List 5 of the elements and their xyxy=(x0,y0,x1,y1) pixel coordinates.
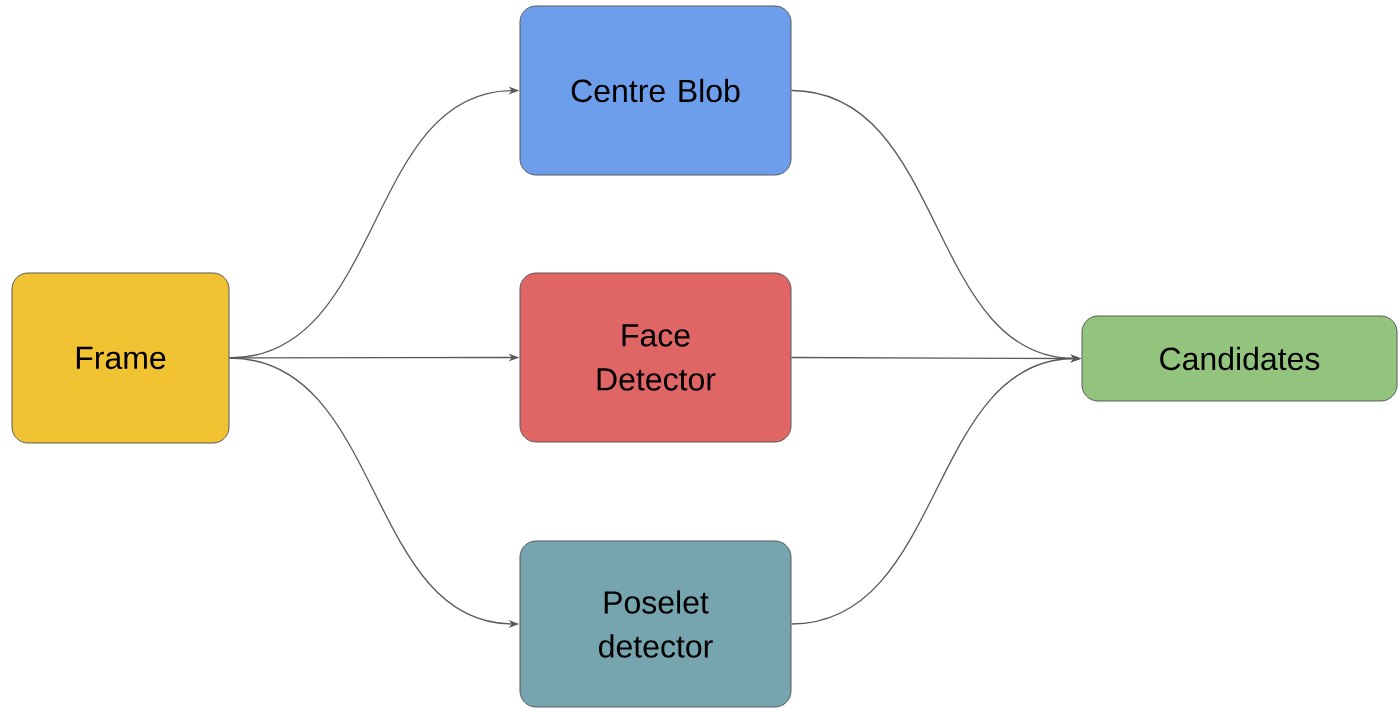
process-box: Face Detector xyxy=(519,272,792,443)
process-box: Candidates xyxy=(1081,315,1398,402)
process-box: Poselet detector xyxy=(519,540,792,708)
process-box: Centre Blob xyxy=(519,5,792,176)
process-box: Frame xyxy=(11,272,230,444)
